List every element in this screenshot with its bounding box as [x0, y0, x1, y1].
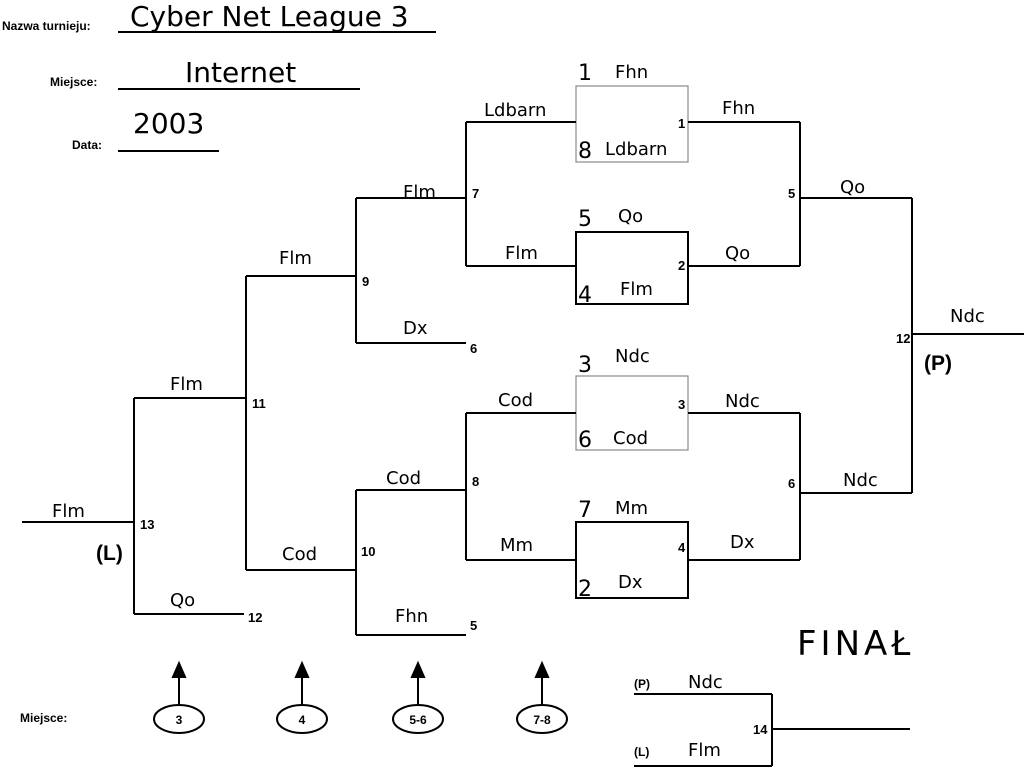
places-row: Miejsce: 3 4 5-6 7-8 [20, 660, 568, 734]
seed: 1 [578, 61, 592, 86]
final-l-team: Flm [688, 740, 721, 761]
place-value: Internet [185, 56, 296, 89]
date-value: 2003 [133, 107, 204, 140]
seed: 7 [578, 498, 592, 523]
team-name: Flm [505, 243, 538, 264]
team-name: Cod [613, 428, 648, 449]
team-name: Mm [615, 498, 648, 519]
tournament-label: Nazwa turnieju: [2, 19, 91, 33]
team-name: Ldbarn [484, 100, 546, 121]
place-marker-5-6: 5-6 [392, 660, 444, 734]
seed: 2 [578, 577, 592, 602]
match-number: 10 [361, 544, 375, 559]
place-marker-7-8: 7-8 [516, 660, 568, 734]
winner-name: Fhn [722, 98, 755, 119]
match-box [575, 85, 689, 163]
loser-name: Fhn [395, 606, 428, 627]
final: FINAŁ (P) Ndc (L) Flm 14 [634, 624, 914, 767]
winner-name: Flm [170, 374, 203, 395]
match-number: 5 [788, 186, 795, 201]
date-label: Data: [72, 138, 102, 152]
match-number: 8 [472, 474, 479, 489]
team-name: Dx [618, 572, 643, 593]
team-name: Qo [618, 206, 643, 227]
header: Nazwa turnieju: Cyber Net League 3 Miejs… [2, 0, 436, 152]
match-number: 6 [788, 476, 795, 491]
match-number: 11 [252, 396, 266, 411]
place-value: 5-6 [409, 713, 427, 727]
final-title: FINAŁ [797, 624, 914, 664]
place-value: 3 [176, 713, 183, 727]
seed: 6 [578, 428, 592, 453]
winner-name: Ndc [843, 470, 878, 491]
team-name: Ldbarn [605, 139, 667, 160]
winner-name: Flm [279, 248, 312, 269]
team-name: Cod [282, 544, 317, 565]
final-l-label: (L) [634, 745, 649, 759]
place-label: Miejsce: [50, 75, 97, 89]
winner-name: Ndc [950, 306, 985, 327]
match-number: 9 [362, 274, 369, 289]
tournament-name: Cyber Net League 3 [130, 0, 409, 33]
loser-name: Qo [170, 590, 195, 611]
place-number: 5 [470, 618, 477, 633]
place-value: 7-8 [533, 713, 551, 727]
seed: 3 [578, 353, 592, 378]
winner-name: Ndc [725, 391, 760, 412]
place-value: 4 [299, 713, 306, 727]
seed: 4 [578, 283, 592, 308]
lower-connectors: Ldbarn Flm 7 Flm Cod Mm 8 Cod Dx 6 9 Flm… [22, 100, 576, 636]
winner-name: Flm [52, 501, 85, 522]
final-p-label: (P) [634, 677, 650, 691]
place-number: 6 [470, 341, 477, 356]
match-box [575, 231, 689, 305]
places-label: Miejsce: [20, 711, 67, 725]
match-number: 14 [753, 722, 768, 737]
team-name: Cod [498, 390, 533, 411]
place-number: 12 [248, 610, 262, 625]
team-name: Ndc [615, 346, 650, 367]
final-p-team: Ndc [688, 672, 723, 693]
match-number: 3 [678, 397, 685, 412]
place-marker-3: 3 [153, 660, 205, 734]
upper-match-3: 3 Ndc 6 Cod 3 [575, 346, 689, 453]
match-number: 2 [678, 258, 685, 273]
match-number: 13 [140, 517, 154, 532]
winner-name: Flm [403, 182, 436, 203]
team-name: Mm [500, 535, 533, 556]
winner-name: Cod [386, 468, 421, 489]
upper-connectors: Fhn Qo 5 Qo Ndc Dx 6 Ndc 12 Ndc (P) [688, 98, 1024, 561]
seed: 5 [578, 207, 592, 232]
upper-match-2: 5 Qo 4 Flm 2 [575, 206, 689, 308]
team-name: Flm [620, 279, 653, 300]
match-number: 4 [678, 540, 686, 555]
team-name: Fhn [615, 62, 648, 83]
upper-match-1: 1 Fhn 8 Ldbarn 1 [575, 61, 689, 164]
winner-name: Qo [840, 177, 865, 198]
upper-match-4: 7 Mm 2 Dx 4 [575, 498, 689, 602]
seed: 8 [578, 139, 592, 164]
match-number: 12 [896, 331, 910, 346]
match-number: 7 [472, 186, 479, 201]
loser-name: Dx [403, 318, 428, 339]
lower-side-label: (L) [96, 542, 123, 565]
winner-name: Dx [730, 532, 755, 553]
winner-name: Qo [725, 243, 750, 264]
match-number: 1 [678, 116, 685, 131]
place-marker-4: 4 [276, 660, 328, 734]
upper-side-label: (P) [924, 352, 952, 375]
